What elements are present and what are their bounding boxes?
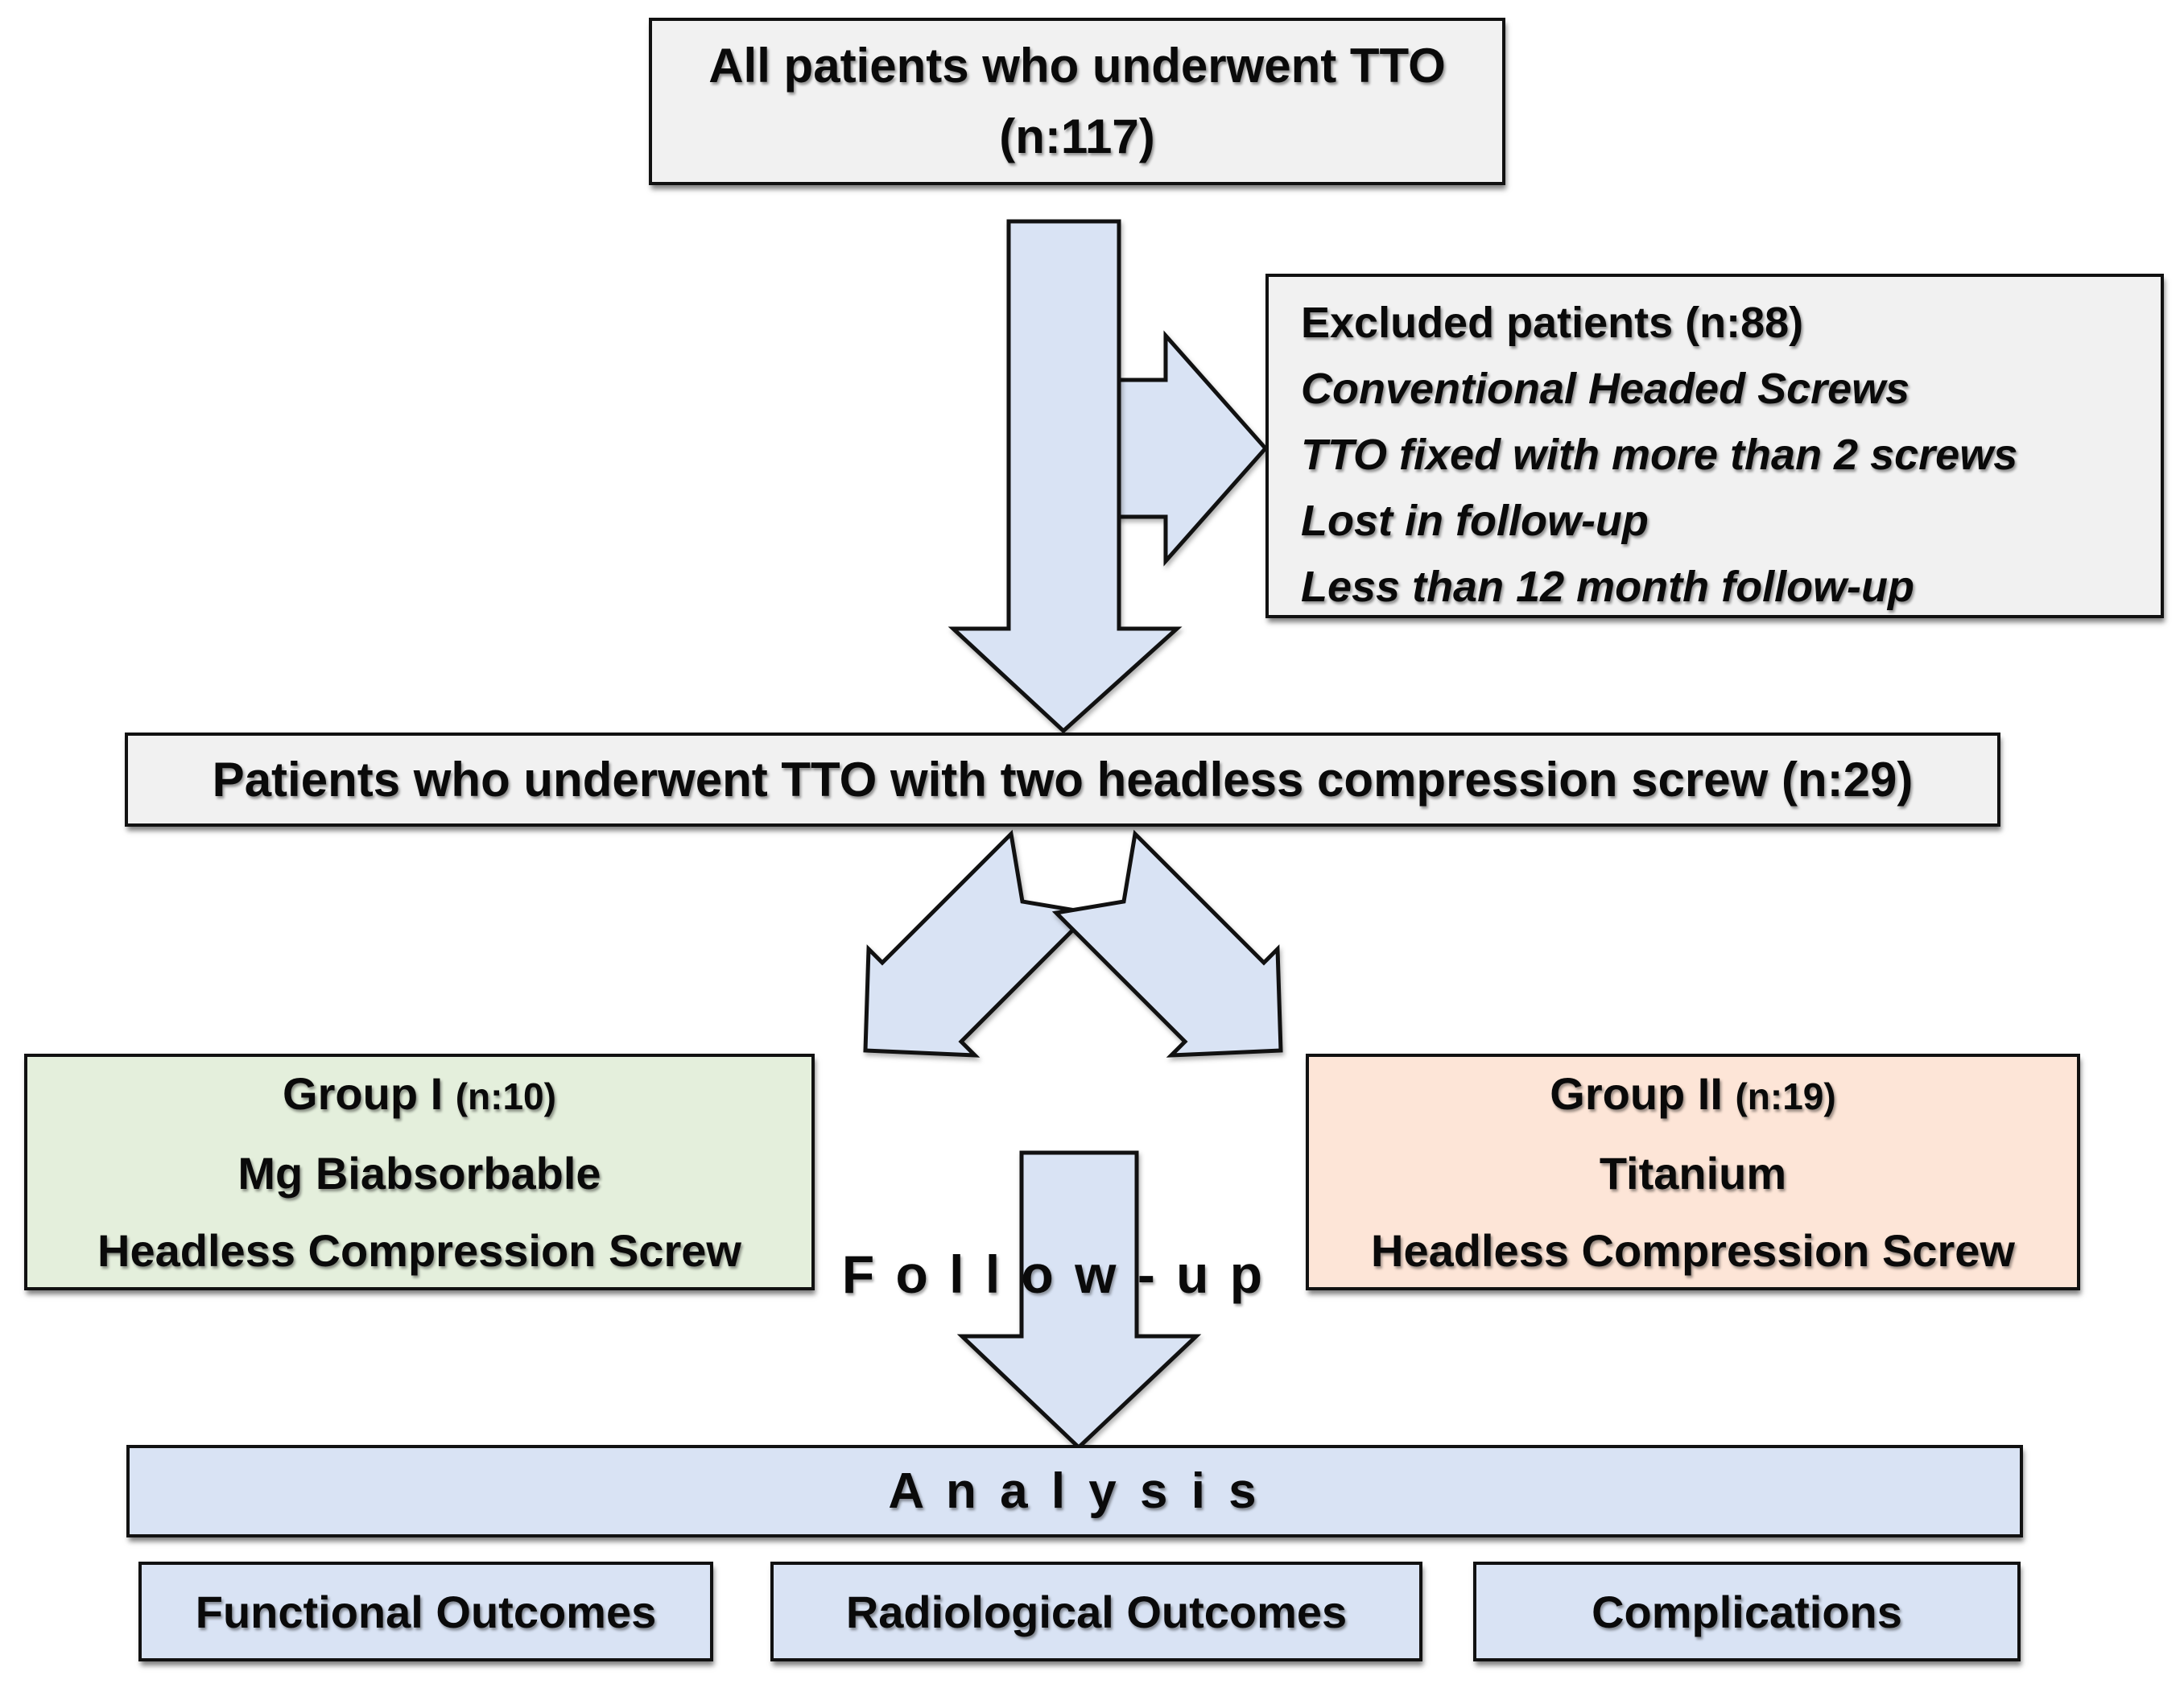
group-i-material: Mg Biabsorbable — [237, 1147, 601, 1199]
group-ii-count: (n:19) — [1735, 1075, 1836, 1117]
radiological-outcomes-box: Radiological Outcomes — [770, 1562, 1422, 1661]
excluded-item: Lost in follow-up — [1301, 497, 1649, 545]
excluded-item: Less than 12 month follow-up — [1301, 563, 1915, 611]
down-right-arrow-icon — [1051, 829, 1283, 1058]
follow-up-label: F o l l o w - u p — [841, 1244, 1266, 1304]
group-i-title: Group I — [283, 1067, 444, 1119]
included-patients-box: Patients who underwent TTO with two head… — [125, 733, 2000, 827]
down-left-arrow-icon — [863, 829, 1095, 1058]
included-patients-text: Patients who underwent TTO with two head… — [212, 753, 1914, 807]
group-i-title-line: Group I (n:10) — [283, 1055, 556, 1135]
excluded-item: Conventional Headed Screws — [1301, 365, 1910, 413]
excluded-title: Excluded patients (n:88) — [1301, 299, 1804, 347]
group-ii-material: Titanium — [1599, 1147, 1787, 1199]
group-ii-title: Group II — [1550, 1067, 1723, 1119]
down-arrow-icon — [948, 219, 1183, 734]
all-patients-box: All patients who underwent TTO (n:117) — [649, 18, 1505, 185]
complications-label: Complications — [1592, 1586, 1902, 1637]
functional-outcomes-box: Functional Outcomes — [138, 1562, 713, 1661]
analysis-label: A n a l y s i s — [888, 1463, 1261, 1519]
functional-outcomes-label: Functional Outcomes — [195, 1586, 657, 1637]
all-patients-count: (n:117) — [999, 109, 1155, 163]
group-ii-box: Group II (n:19) Titanium Headless Compre… — [1306, 1054, 2080, 1290]
radiological-outcomes-label: Radiological Outcomes — [845, 1586, 1348, 1637]
all-patients-text: All patients who underwent TTO — [708, 39, 1446, 93]
group-i-count: (n:10) — [455, 1075, 556, 1117]
excluded-patients-box: Excluded patients (n:88) Conventional He… — [1265, 274, 2164, 618]
group-i-screw-type: Headless Compression Screw — [97, 1224, 741, 1276]
group-ii-title-line: Group II (n:19) — [1550, 1055, 1835, 1135]
excluded-item: TTO fixed with more than 2 screws — [1301, 431, 2018, 479]
follow-up-arrow-icon — [956, 1150, 1202, 1451]
analysis-bar: A n a l y s i s — [126, 1445, 2023, 1537]
group-ii-screw-type: Headless Compression Screw — [1371, 1224, 2015, 1276]
group-i-box: Group I (n:10) Mg Biabsorbable Headless … — [24, 1054, 815, 1290]
complications-box: Complications — [1473, 1562, 2021, 1661]
